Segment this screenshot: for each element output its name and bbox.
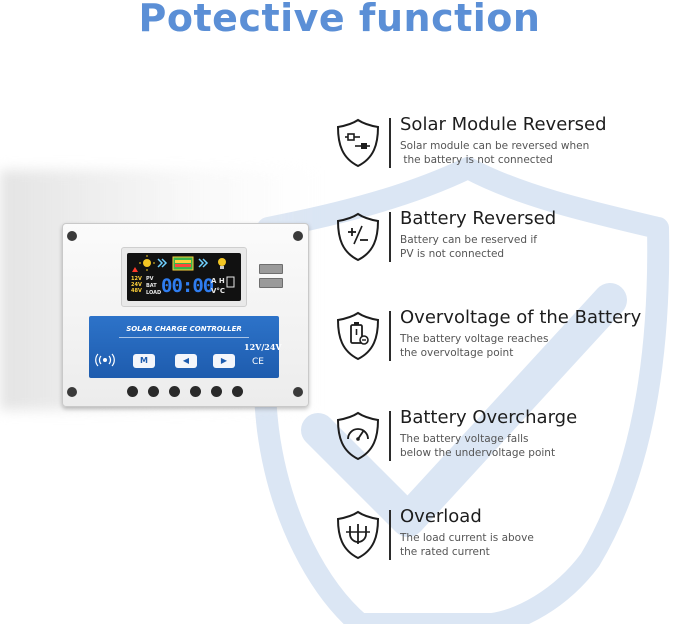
feature-battery-overcharge: Battery Overcharge The battery voltage f… (336, 407, 676, 481)
lcd-bezel: 12V 24V 48V PV BAT LOAD 00:00 A H V°C (121, 247, 247, 307)
front-panel: SOLAR CHARGE CONTROLLER 12V/24V CE M ◀ ▶ (89, 316, 282, 378)
lcd-digits: 00:00 (161, 275, 214, 297)
feature-divider (389, 311, 391, 361)
voltage-label: 12V/24V (244, 342, 282, 352)
lcd-load-label: LOAD (146, 290, 162, 296)
feature-description: Battery can be reserved if PV is not con… (400, 234, 537, 260)
feature-title: Solar Module Reversed (400, 114, 607, 135)
lcd-48v: 48V (131, 288, 142, 294)
right-key: ▶ (213, 354, 235, 368)
ce-mark: CE (252, 357, 264, 367)
lcd-bat-label: BAT (146, 283, 157, 289)
battery-warning-icon (336, 311, 380, 361)
terminal-port (127, 386, 138, 397)
terminal-port (148, 386, 159, 397)
feature-description: The battery voltage reaches the overvolt… (400, 333, 549, 359)
solar-charge-controller-image: 12V 24V 48V PV BAT LOAD 00:00 A H V°C SO… (62, 223, 309, 407)
page-title: Potective function (138, 0, 541, 40)
feature-title: Battery Overcharge (400, 407, 578, 428)
left-key: ◀ (175, 354, 197, 368)
feature-description: The battery voltage falls below the unde… (400, 433, 556, 459)
lcd-icons (132, 255, 235, 288)
lcd-pv-label: PV (146, 276, 154, 282)
load-icon (336, 510, 380, 560)
lcd-display: 12V 24V 48V PV BAT LOAD 00:00 A H V°C (127, 253, 241, 301)
feature-divider (389, 510, 391, 560)
panel-title: SOLAR CHARGE CONTROLLER (126, 325, 242, 333)
terminal-port (232, 386, 243, 397)
feature-solar-module-reversed: Solar Module Reversed Solar module can b… (336, 114, 676, 188)
feature-description: Solar module can be reversed when the ba… (400, 140, 590, 166)
menu-key: M (133, 354, 155, 368)
feature-title: Overvoltage of the Battery (400, 307, 642, 328)
plug-icon (336, 118, 380, 168)
feature-divider (389, 212, 391, 262)
usb-port-icon (259, 264, 283, 274)
terminal-port (190, 386, 201, 397)
feature-divider (389, 118, 391, 168)
lcd-ah-label: A H (211, 277, 225, 285)
feature-overload: Overload The load current is above the r… (336, 506, 676, 580)
feature-divider (389, 411, 391, 461)
terminal-port (211, 386, 222, 397)
lcd-24v: 24V (131, 282, 142, 288)
terminal-port (169, 386, 180, 397)
feature-overvoltage: Overvoltage of the Battery The battery v… (336, 307, 676, 381)
feature-title: Battery Reversed (400, 208, 557, 229)
usb-port-icon (259, 278, 283, 288)
feature-description: The load current is above the rated curr… (400, 532, 534, 558)
plus-minus-icon (336, 212, 380, 262)
feature-title: Overload (400, 506, 482, 527)
screw-icon (67, 387, 77, 397)
screw-icon (293, 231, 303, 241)
gauge-icon (336, 411, 380, 461)
screw-icon (67, 231, 77, 241)
screw-icon (293, 387, 303, 397)
panel-divider (119, 337, 249, 338)
lcd-12v: 12V (131, 276, 142, 282)
feature-battery-reversed: Battery Reversed Battery can be reserved… (336, 208, 676, 282)
wireless-icon (95, 353, 115, 367)
lcd-vc-label: V°C (211, 287, 226, 295)
